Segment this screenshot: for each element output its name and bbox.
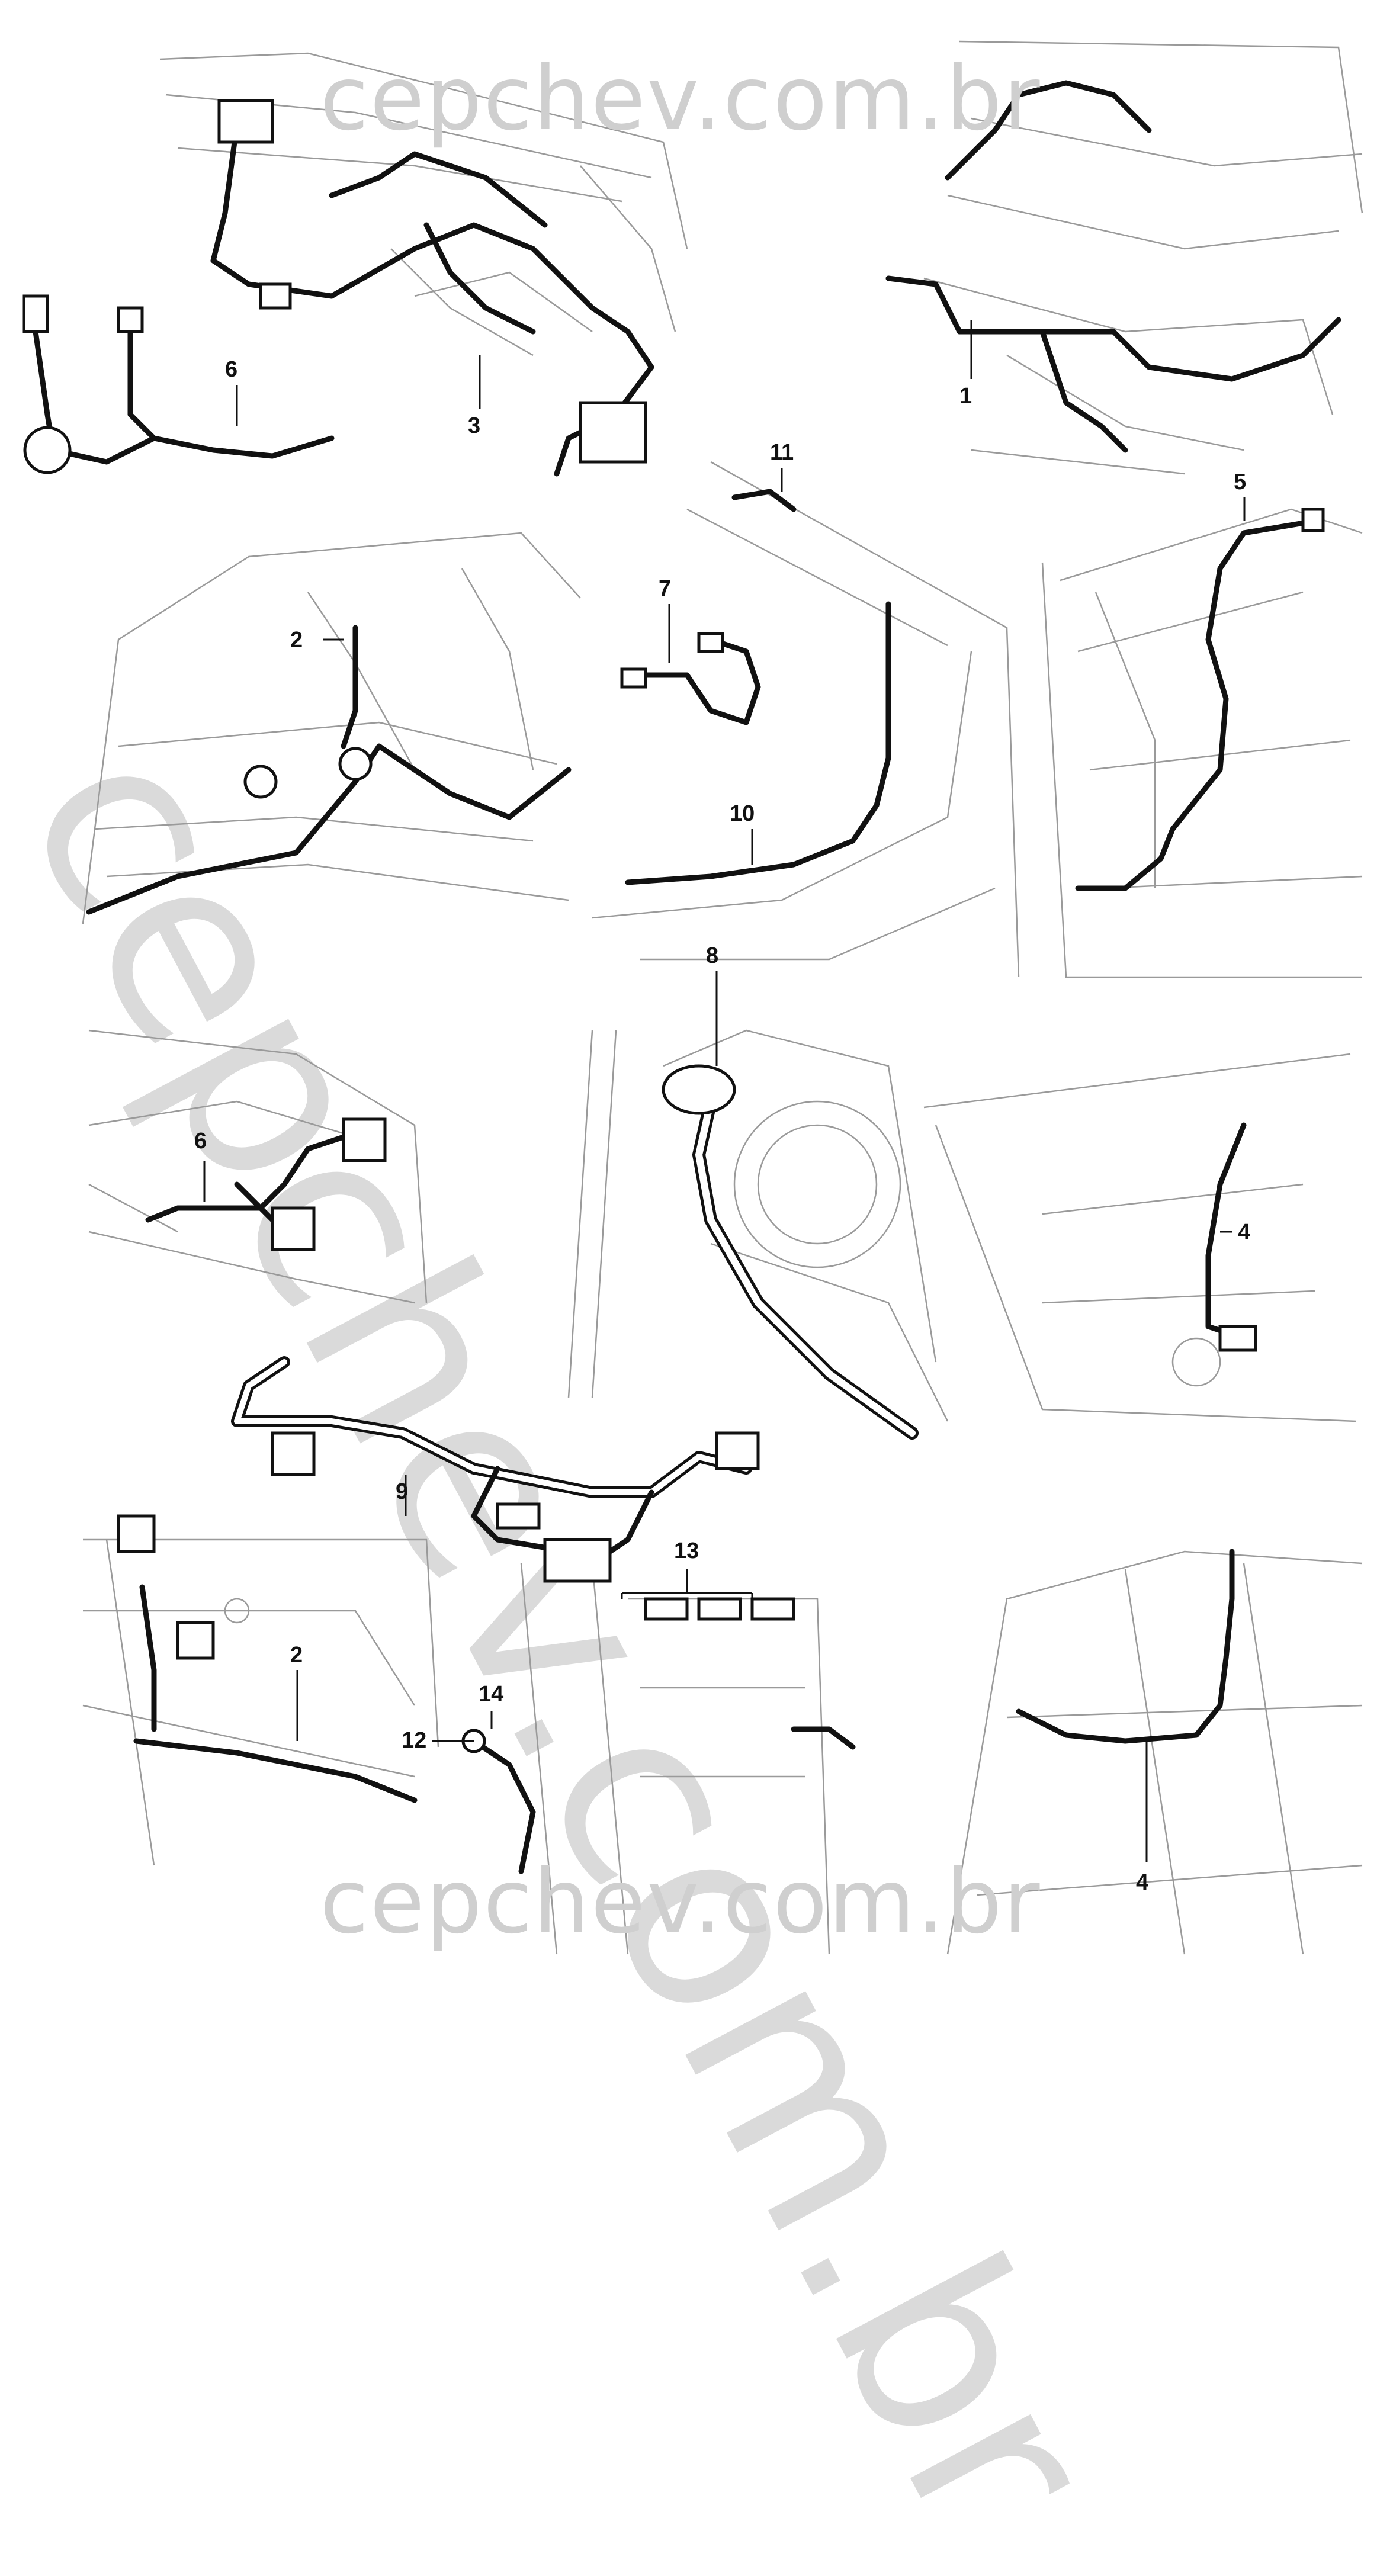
watermark-top: cepchev.com.br [320, 47, 1041, 150]
connector-block [1301, 508, 1325, 532]
connector-block [620, 667, 647, 689]
callout-13: 13 [674, 1538, 699, 1563]
connector-block [579, 401, 647, 464]
connector-block [117, 306, 144, 333]
wiring-harness-diagram [22, 40, 1363, 1955]
panel-wheel-arch [592, 461, 1020, 978]
clip [697, 1597, 742, 1621]
grommet [338, 747, 373, 781]
callout-7: 7 [659, 576, 672, 601]
callout-10: 10 [730, 801, 755, 826]
callout-3: 3 [468, 413, 481, 438]
connector-block [217, 99, 274, 144]
callout-4: 4 [1238, 1220, 1251, 1245]
connector-block [342, 1117, 387, 1162]
callout-11: 11 [770, 440, 794, 465]
callout-9: 9 [396, 1479, 409, 1504]
watermark-bottom: cepchev.com.br [320, 1851, 1041, 1954]
harness-6-top [33, 329, 335, 465]
connector-block [176, 1621, 215, 1660]
panel-door-opening [567, 1029, 949, 1422]
connector-block [22, 294, 49, 333]
harness-10 [625, 601, 891, 885]
panel-rear-body-harness [82, 532, 581, 924]
panel-trunk-lid [923, 1053, 1357, 1422]
callout-8: 8 [706, 943, 719, 968]
connector-block [715, 1431, 760, 1470]
harness-1 [885, 275, 1341, 382]
harness-2-bottom [133, 1738, 418, 1803]
clip [750, 1597, 795, 1621]
harness-2-mid [86, 743, 572, 915]
connector-block [496, 1502, 541, 1530]
connector-block [117, 1514, 156, 1553]
panel-door [1041, 508, 1363, 978]
panel-front-harness [923, 40, 1363, 475]
callout-4: 4 [1136, 1870, 1149, 1895]
harness-8 [692, 1095, 919, 1440]
callout-1: 1 [959, 384, 972, 409]
callout-2: 2 [290, 628, 303, 653]
panel-trunk [946, 1550, 1363, 1955]
grommet [23, 426, 72, 474]
harness-3 [210, 121, 654, 477]
callout-12: 12 [402, 1728, 427, 1753]
connector-block [271, 1206, 316, 1251]
grommet [243, 765, 278, 799]
harness-11 [731, 489, 797, 512]
connector-block [271, 1431, 316, 1476]
callout-2: 2 [290, 1643, 303, 1668]
panel-bottom-left [82, 1538, 439, 1866]
clip [644, 1597, 689, 1621]
harness-5 [1075, 518, 1318, 891]
harness-6-mid [145, 1134, 370, 1223]
grommet [662, 1064, 736, 1115]
panel-tail-lamp [88, 1029, 428, 1304]
connector-block [697, 632, 724, 653]
connector-block [259, 282, 292, 310]
harness-7 [631, 637, 761, 725]
harness-12 [471, 1738, 536, 1874]
callout-5: 5 [1234, 470, 1247, 494]
harness-4-bottom [1016, 1549, 1235, 1744]
connector-block [543, 1538, 612, 1583]
panel-pillar [520, 1563, 830, 1955]
callout-14: 14 [479, 1682, 504, 1707]
connector-block [1218, 1325, 1257, 1352]
callout-6: 6 [225, 357, 238, 382]
callout-6: 6 [194, 1129, 207, 1154]
